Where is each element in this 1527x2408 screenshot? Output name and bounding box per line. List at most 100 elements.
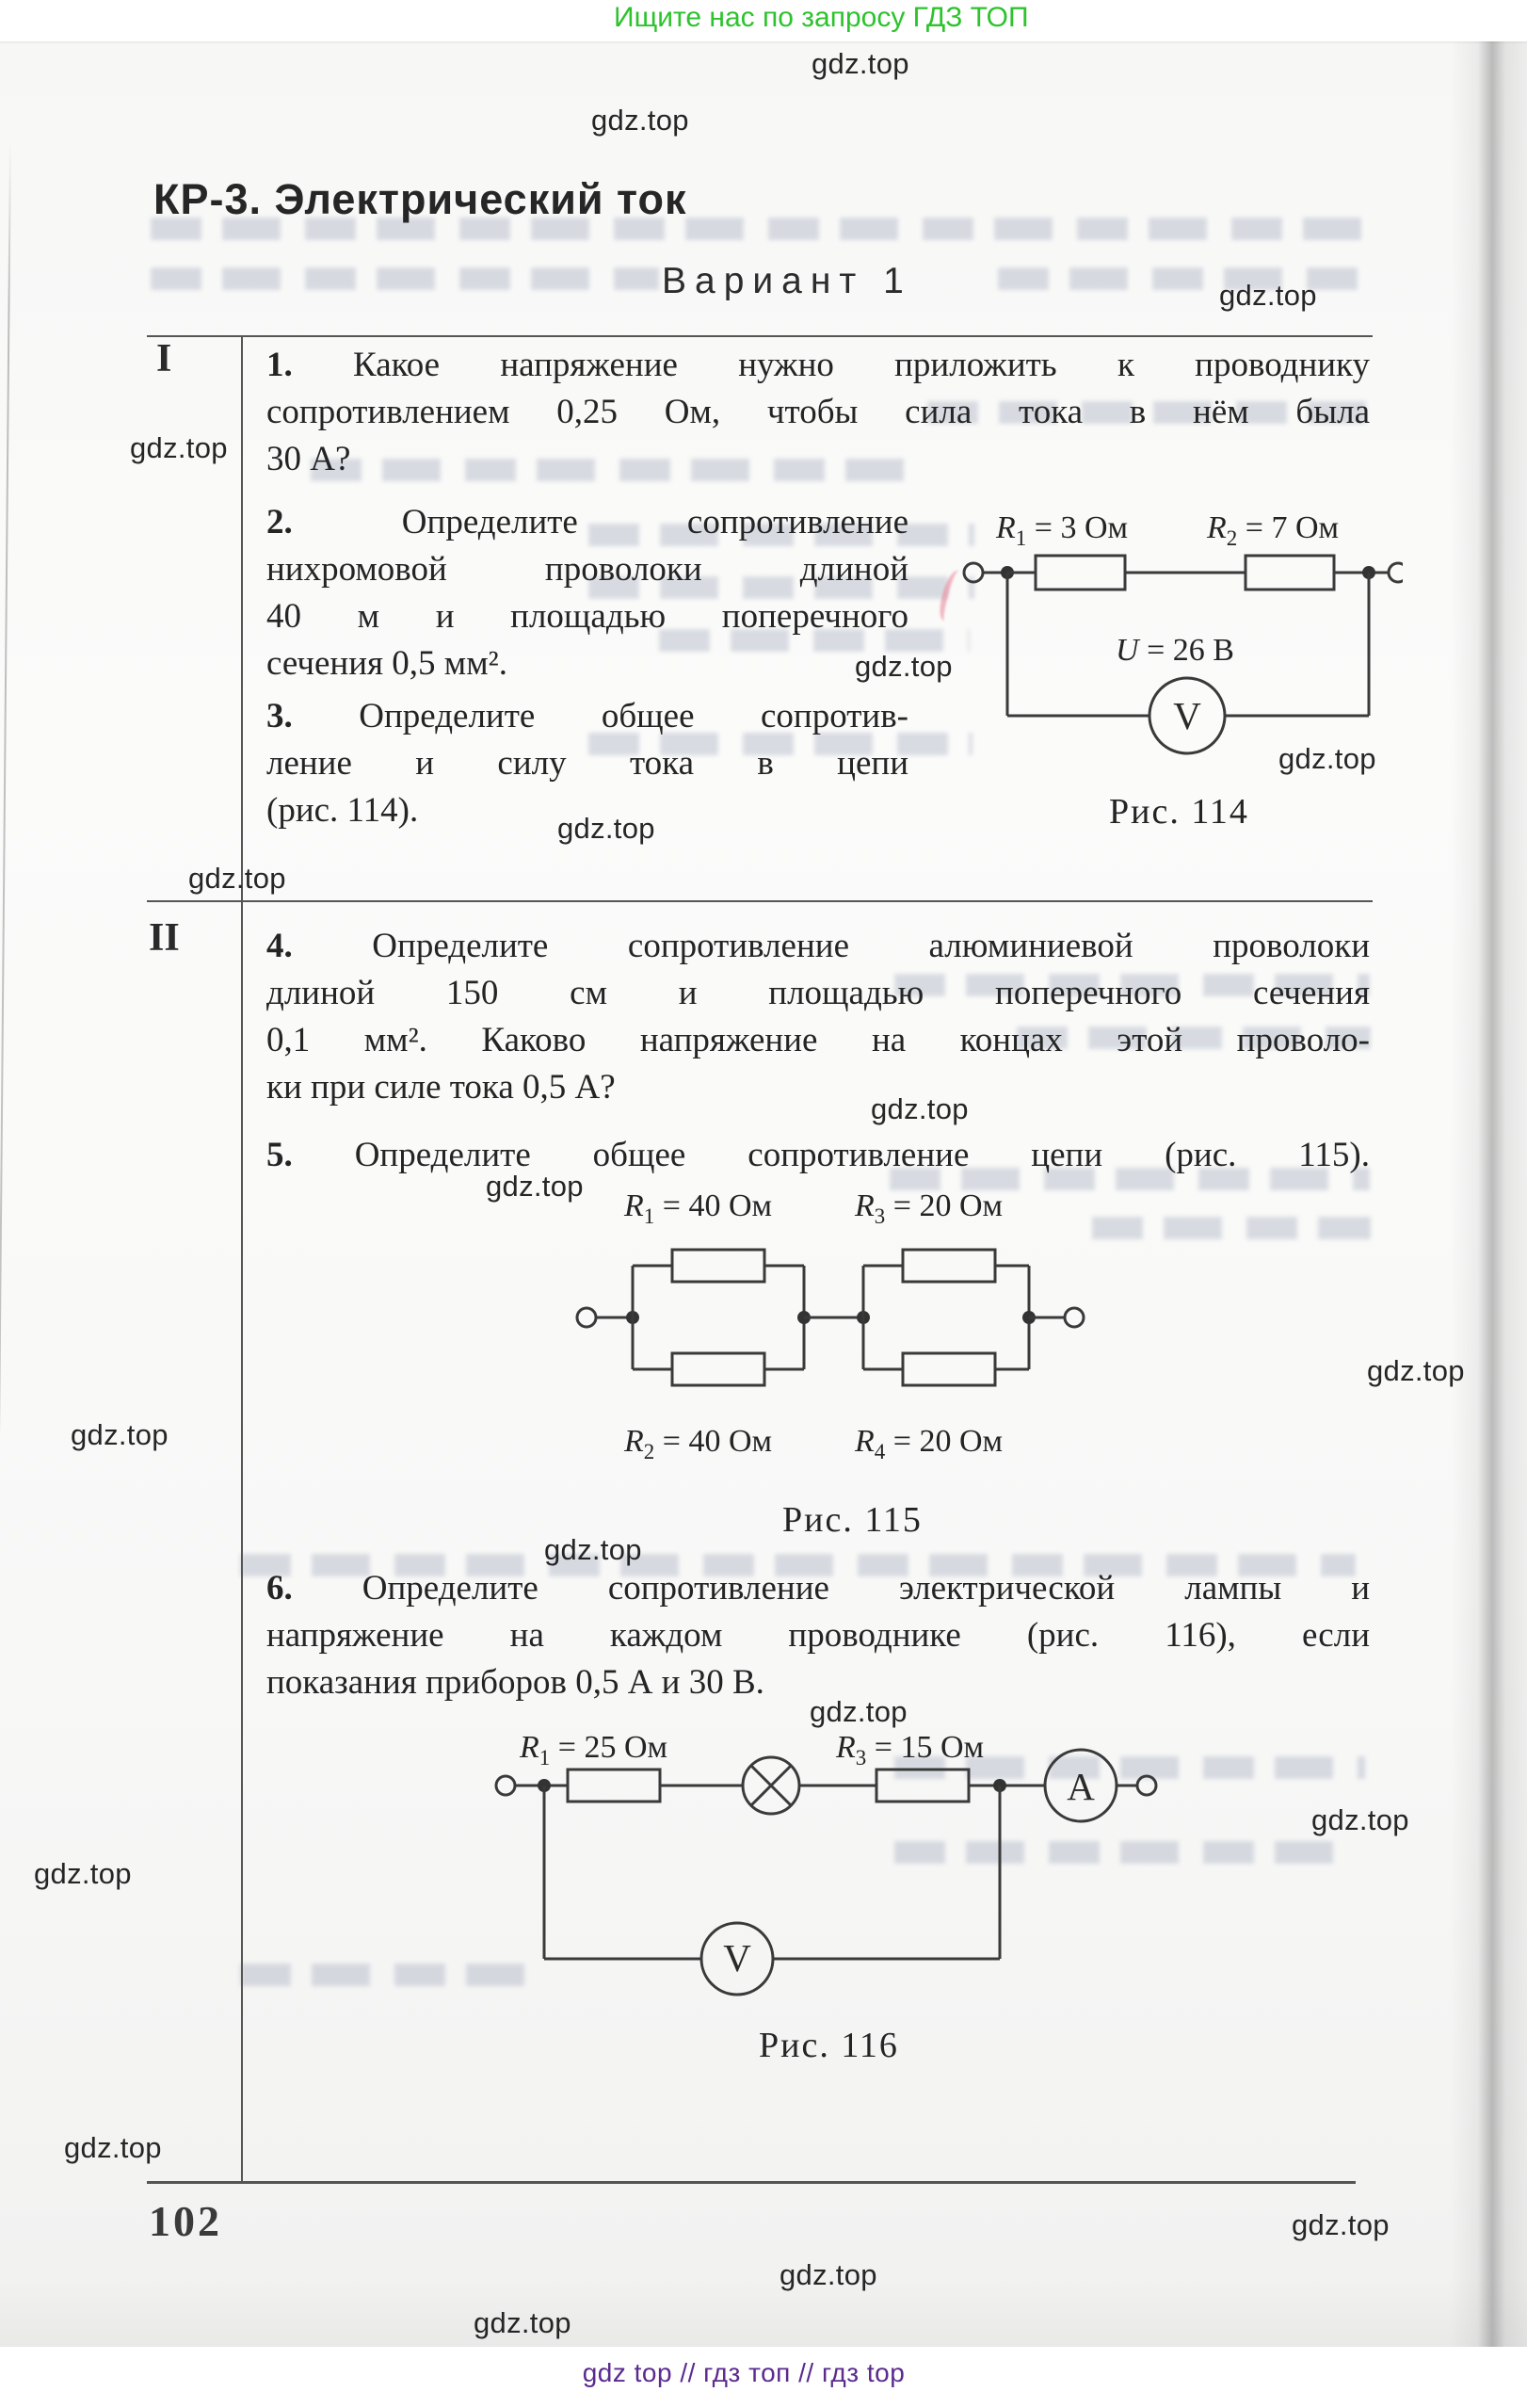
gdz-watermark: gdz.top: [130, 431, 228, 464]
voltmeter-letter: V: [1173, 694, 1201, 737]
r1-value-label: R1 = 25 Ом: [520, 1730, 668, 1770]
figure-116-caption: Рис. 116: [759, 2026, 899, 2065]
bleed-noise: [998, 267, 1371, 290]
problem-6-text: Определите сопротивление электрической л…: [362, 1569, 1370, 1608]
bleed-noise: [1017, 1026, 1371, 1049]
resistor-r1: [1034, 554, 1127, 591]
gdz-watermark: gdz.top: [780, 2258, 877, 2291]
terminal-icon: [1135, 1774, 1158, 1797]
gdz-watermark: gdz.top: [1278, 742, 1376, 775]
figure-114-caption: Рис. 114: [1109, 792, 1249, 832]
figure-115-caption: Рис. 115: [782, 1500, 923, 1540]
problem-1-text: 30 А?: [266, 440, 351, 478]
problem-2-text: Определите сопротивление: [401, 503, 908, 541]
gdz-watermark: gdz.top: [810, 1695, 908, 1728]
r2-value-label: R2 = 7 Ом: [1207, 510, 1340, 550]
terminal-icon: [575, 1306, 598, 1329]
problem-6-text: показания приборов 0,5 А и 30 В.: [266, 1663, 764, 1702]
gdz-watermark: gdz.top: [486, 1170, 584, 1203]
problem-4-text: ки при силе тока 0,5 А?: [266, 1068, 616, 1107]
gdz-watermark: gdz.top: [557, 812, 655, 845]
resistor-r2: [670, 1351, 766, 1387]
gdz-watermark: gdz.top: [544, 1533, 642, 1566]
problem-5: 5. Определите общее сопротивление цепи (…: [266, 1132, 1370, 1179]
circuit-116-figure: R1 = 25 Ом R3 = 15 Ом A V Рис. 116: [480, 1730, 1177, 2067]
terminal-icon: [1387, 561, 1403, 584]
section-two-numeral: II: [149, 916, 180, 960]
resistor-r4: [901, 1351, 997, 1387]
variant-heading: Вариант 1: [662, 261, 912, 301]
resistor-r2: [1244, 554, 1336, 591]
problem-3: 3. Определите общее сопротив- ление и си…: [266, 693, 908, 834]
bleed-noise: [894, 1841, 1337, 1864]
terminal-icon: [1063, 1306, 1085, 1329]
terminal-icon: [962, 561, 985, 584]
gdz-watermark: gdz.top: [1311, 1803, 1409, 1836]
gdz-watermark: gdz.top: [1367, 1354, 1465, 1387]
bleed-noise: [151, 218, 1370, 240]
bleed-noise: [240, 1554, 1356, 1576]
table-bottom-rule: [147, 2181, 1356, 2184]
circuit-114-figure: R1 = 3 Ом R2 = 7 Ом U = 26 В V Рис. 114: [960, 509, 1403, 833]
problem-3-number: 3.: [266, 697, 293, 735]
page-top-edge: [0, 41, 1527, 43]
problem-6-text: напряжение на каждом проводнике (рис. 11…: [266, 1616, 1370, 1655]
gdz-watermark: gdz.top: [34, 1857, 132, 1890]
problem-4: 4. Определите сопротивление алюминиевой …: [266, 923, 1370, 1111]
resistor-r1: [670, 1248, 766, 1284]
table-top-rule: [147, 335, 1373, 337]
problem-6: 6. Определите сопротивление электрическо…: [266, 1565, 1370, 1706]
bleed-noise: [588, 733, 972, 755]
bleed-noise: [894, 974, 1370, 996]
problem-4-text: длиной 150 см и площадью поперечного сеч…: [266, 974, 1370, 1012]
gdz-watermark: gdz.top: [71, 1418, 169, 1451]
problem-1-number: 1.: [266, 346, 293, 384]
page-title: КР-3. Электрический ток: [153, 175, 687, 223]
gdz-watermark: gdz.top: [855, 650, 953, 683]
bleed-noise: [890, 1168, 1370, 1190]
voltmeter-letter: V: [723, 1936, 751, 1980]
gdz-watermark: gdz.top: [812, 47, 909, 80]
bleed-noise: [240, 1964, 532, 1986]
table-middle-rule: [147, 900, 1373, 902]
ammeter-letter: A: [1067, 1765, 1095, 1808]
problem-2-number: 2.: [266, 503, 293, 541]
resistor-r1: [566, 1768, 662, 1803]
resistor-r3: [901, 1248, 997, 1284]
r1-value-label: R1 = 40 Ом: [624, 1188, 773, 1228]
gdz-watermark: gdz.top: [1219, 279, 1317, 312]
problem-3-text: ление и силу тока в цепи: [266, 744, 908, 783]
problem-4-text: 0,1 мм². Каково напряжение на концах это…: [266, 1021, 1370, 1059]
section-one-numeral: I: [156, 337, 172, 380]
bleed-noise: [894, 1756, 1365, 1779]
gdz-watermark: gdz.top: [1292, 2208, 1390, 2241]
bleed-noise: [927, 401, 1368, 424]
problem-6-number: 6.: [266, 1569, 293, 1608]
problem-2-text: нихромовой проволоки длиной: [266, 550, 908, 589]
resistor-r3: [875, 1768, 971, 1803]
gdz-watermark: gdz.top: [474, 2306, 571, 2339]
scanned-page-sheet: [0, 41, 1527, 2347]
gdz-watermark: gdz.top: [871, 1092, 969, 1125]
bleed-noise: [311, 459, 918, 481]
gdz-watermark: gdz.top: [188, 862, 286, 895]
problem-3-text: Определите общее сопротив-: [359, 697, 908, 735]
r2-value-label: R2 = 40 Ом: [624, 1424, 773, 1463]
problem-2: 2. Определите сопротивление нихромовой п…: [266, 499, 908, 687]
bleed-noise: [588, 524, 974, 546]
problem-1: 1. Какое напряжение нужно приложить к пр…: [266, 342, 1370, 483]
terminal-icon: [494, 1774, 517, 1797]
r3-value-label: R3 = 20 Ом: [855, 1188, 1004, 1228]
problem-5-number: 5.: [266, 1136, 293, 1174]
problem-4-number: 4.: [266, 927, 293, 965]
problem-5-text: Определите общее сопротивление цепи (рис…: [354, 1136, 1370, 1174]
r3-value-label: R3 = 15 Ом: [836, 1730, 985, 1770]
table-vertical-rule: [241, 335, 243, 2182]
problem-2-text: сечения 0,5 мм².: [266, 644, 507, 683]
circuit-115-figure: R1 = 40 Ом R3 = 20 Ом R2 = 40 Ом R4 = 20…: [565, 1188, 1092, 1546]
page-number: 102: [149, 2197, 222, 2245]
problem-3-text: (рис. 114).: [266, 791, 419, 830]
problem-1-text: сопротивлением 0,25 Ом, чтобы сила тока …: [266, 393, 1370, 431]
gdz-watermark: gdz.top: [64, 2131, 162, 2164]
